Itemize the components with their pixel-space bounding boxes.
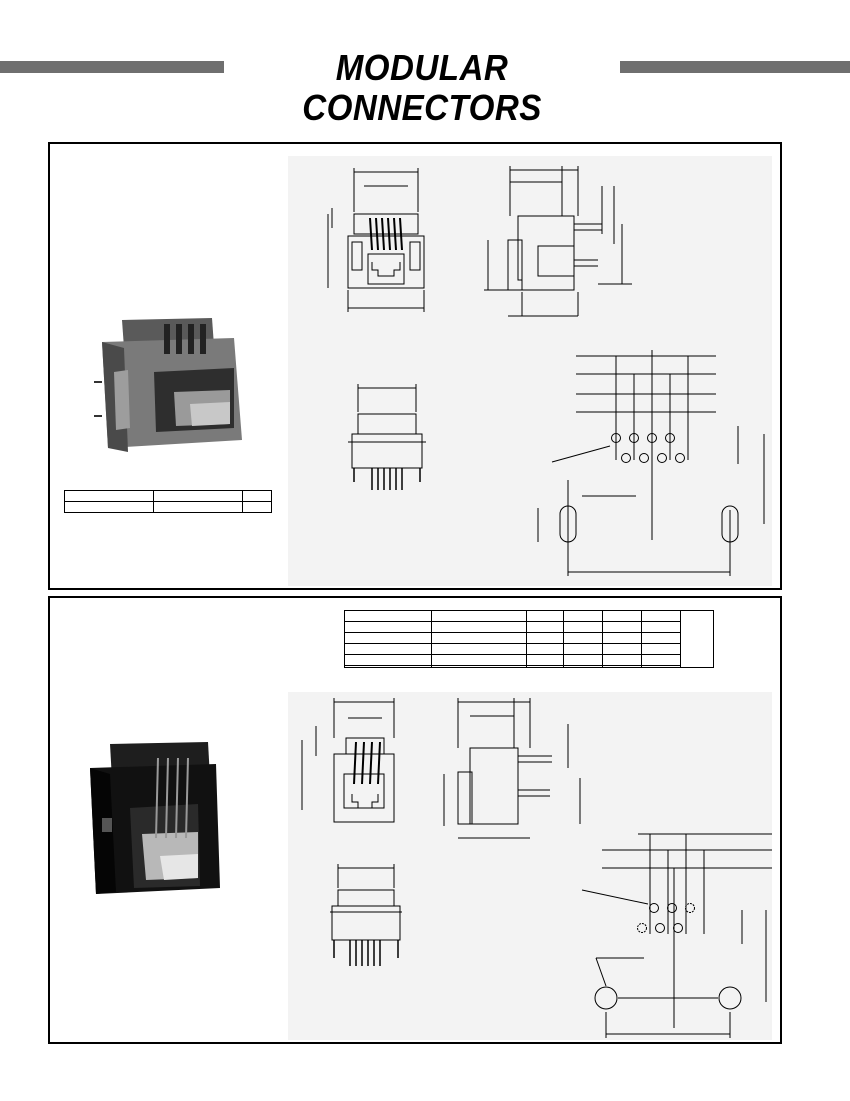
- modular-jack-photo-black: [90, 742, 220, 894]
- pcb-layout-drawing-2: [581, 833, 772, 1038]
- header-bar-left: [0, 61, 224, 73]
- table-cell: [641, 610, 681, 622]
- table-cell: [526, 632, 564, 644]
- table-cell: [431, 643, 527, 655]
- table-cell: [602, 610, 642, 622]
- table-cell: [526, 643, 564, 655]
- table-cell: [641, 621, 681, 633]
- table-cell: [563, 621, 603, 633]
- table-cell: [563, 632, 603, 644]
- table-cell: [344, 632, 432, 644]
- table-cell: [431, 654, 527, 666]
- table-cell: [602, 654, 642, 666]
- pcb-layout-drawing: [537, 350, 765, 576]
- table-cell: [344, 643, 432, 655]
- connector-panel-1: [48, 142, 782, 590]
- table-cell: [526, 621, 564, 633]
- table-cell: [563, 610, 603, 622]
- modular-jack-photo-gray: [94, 318, 242, 452]
- table-cell: [431, 610, 527, 622]
- table-cell: [641, 643, 681, 655]
- bottom-view-drawing: [348, 384, 426, 490]
- spec-table-2: [344, 610, 714, 668]
- table-cell: [431, 621, 527, 633]
- table-cell: [242, 501, 272, 513]
- side-view-drawing-2: [443, 698, 581, 839]
- table-cell: [153, 501, 243, 513]
- table-cell: [344, 610, 432, 622]
- table-cell: [602, 621, 642, 633]
- table-cell: [431, 665, 527, 668]
- table-cell: [526, 665, 564, 668]
- table-cell: [242, 490, 272, 502]
- front-view-drawing-2: [301, 698, 395, 823]
- table-cell: [64, 501, 154, 513]
- table-cell: [526, 654, 564, 666]
- table-cell: [680, 610, 714, 668]
- table-cell: [563, 654, 603, 666]
- table-cell: [563, 643, 603, 655]
- table-cell: [344, 665, 432, 668]
- table-cell: [431, 632, 527, 644]
- drawing-area: [288, 692, 772, 1040]
- table-cell: [641, 665, 681, 668]
- spec-table-1: [64, 490, 272, 513]
- table-cell: [602, 632, 642, 644]
- table-cell: [153, 490, 243, 502]
- table-cell: [64, 490, 154, 502]
- table-cell: [641, 632, 681, 644]
- side-view-drawing: [484, 166, 632, 317]
- table-cell: [602, 643, 642, 655]
- table-cell: [526, 610, 564, 622]
- table-cell: [344, 654, 432, 666]
- bottom-view-drawing-2: [330, 864, 402, 966]
- table-cell: [344, 621, 432, 633]
- table-cell: [641, 654, 681, 666]
- table-cell: [602, 665, 642, 668]
- drawing-area: [288, 156, 772, 586]
- front-view-drawing: [327, 168, 425, 312]
- header-bar-right: [620, 61, 850, 73]
- page-title: MODULAR CONNECTORS: [302, 47, 542, 128]
- table-cell: [563, 665, 603, 668]
- connector-panel-2: [48, 596, 782, 1044]
